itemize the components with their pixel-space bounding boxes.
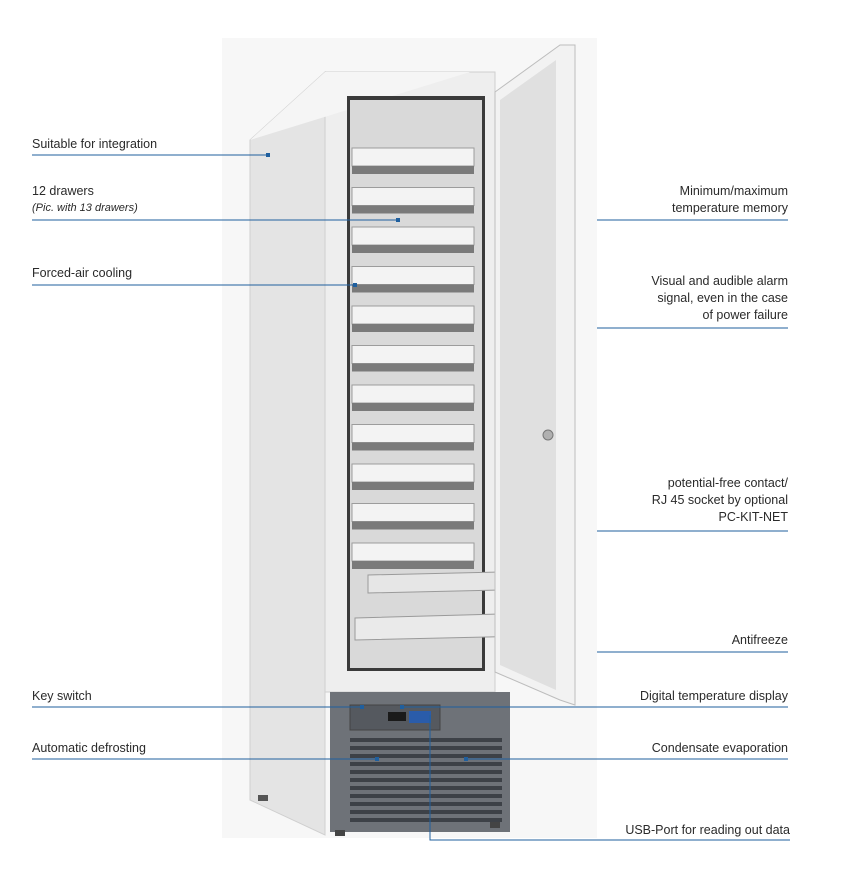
label-integration: Suitable for integration (32, 137, 158, 151)
vent-slat (350, 746, 502, 750)
label-memory: Minimum/maximum temperature memory (671, 184, 788, 215)
label-drawers: 12 drawers (Pic. with 13 drawers) (32, 183, 138, 217)
cabinet-side (249, 70, 326, 836)
vent-slat (350, 810, 502, 814)
vent-grille (350, 738, 502, 822)
drawer-shadow (352, 403, 474, 411)
drawer-open-upper (367, 571, 501, 594)
drawer (351, 542, 475, 562)
drawer-shadow (352, 324, 474, 332)
label-display: Digital temperature display (640, 689, 788, 703)
drawer-shadow (352, 166, 474, 174)
vent-slat (350, 794, 502, 798)
drawer-shadow (352, 245, 474, 253)
label-alarm: Visual and audible alarm signal, even in… (651, 274, 788, 322)
vent-slat (350, 802, 502, 806)
drawer (351, 384, 475, 404)
drawer (351, 187, 475, 206)
vent-slat (350, 738, 502, 742)
vent-slat (350, 786, 502, 790)
drawer-shadow (352, 284, 474, 293)
drawer-shadow (352, 363, 474, 372)
drawers (351, 147, 475, 569)
label-cooling: Forced-air cooling (32, 266, 133, 280)
drawer-shadow (352, 442, 474, 451)
drawer (351, 147, 475, 167)
label-drawers-note: (Pic. with 13 drawers) (32, 202, 138, 214)
drawer-shadow (352, 205, 474, 214)
drawer (351, 266, 475, 285)
drawer-shadow (352, 521, 474, 530)
label-antifreeze: Antifreeze (731, 633, 788, 647)
leader-usb (429, 715, 790, 841)
leader-lines (32, 154, 790, 841)
label-defrost: Automatic defrosting (32, 741, 146, 755)
drawer-shadow (352, 561, 474, 569)
drawer (351, 463, 475, 483)
vent-slat (350, 754, 502, 758)
label-condensate: Condensate evaporation (651, 741, 788, 755)
vent-slat (350, 818, 502, 822)
drawer (351, 503, 475, 522)
label-keyswitch: Key switch (32, 689, 92, 703)
drawer (351, 424, 475, 443)
vent-slat (350, 778, 502, 782)
drawer (351, 305, 475, 325)
drawer (351, 226, 475, 246)
vent-slat (350, 762, 502, 766)
label-contact: potential-free contact/ RJ 45 socket by … (651, 476, 788, 524)
vent-slat (350, 770, 502, 774)
door-lock (542, 429, 554, 441)
label-usb: USB-Port for reading out data (625, 823, 790, 837)
drawer-shadow (352, 482, 474, 490)
drawer (351, 345, 475, 364)
